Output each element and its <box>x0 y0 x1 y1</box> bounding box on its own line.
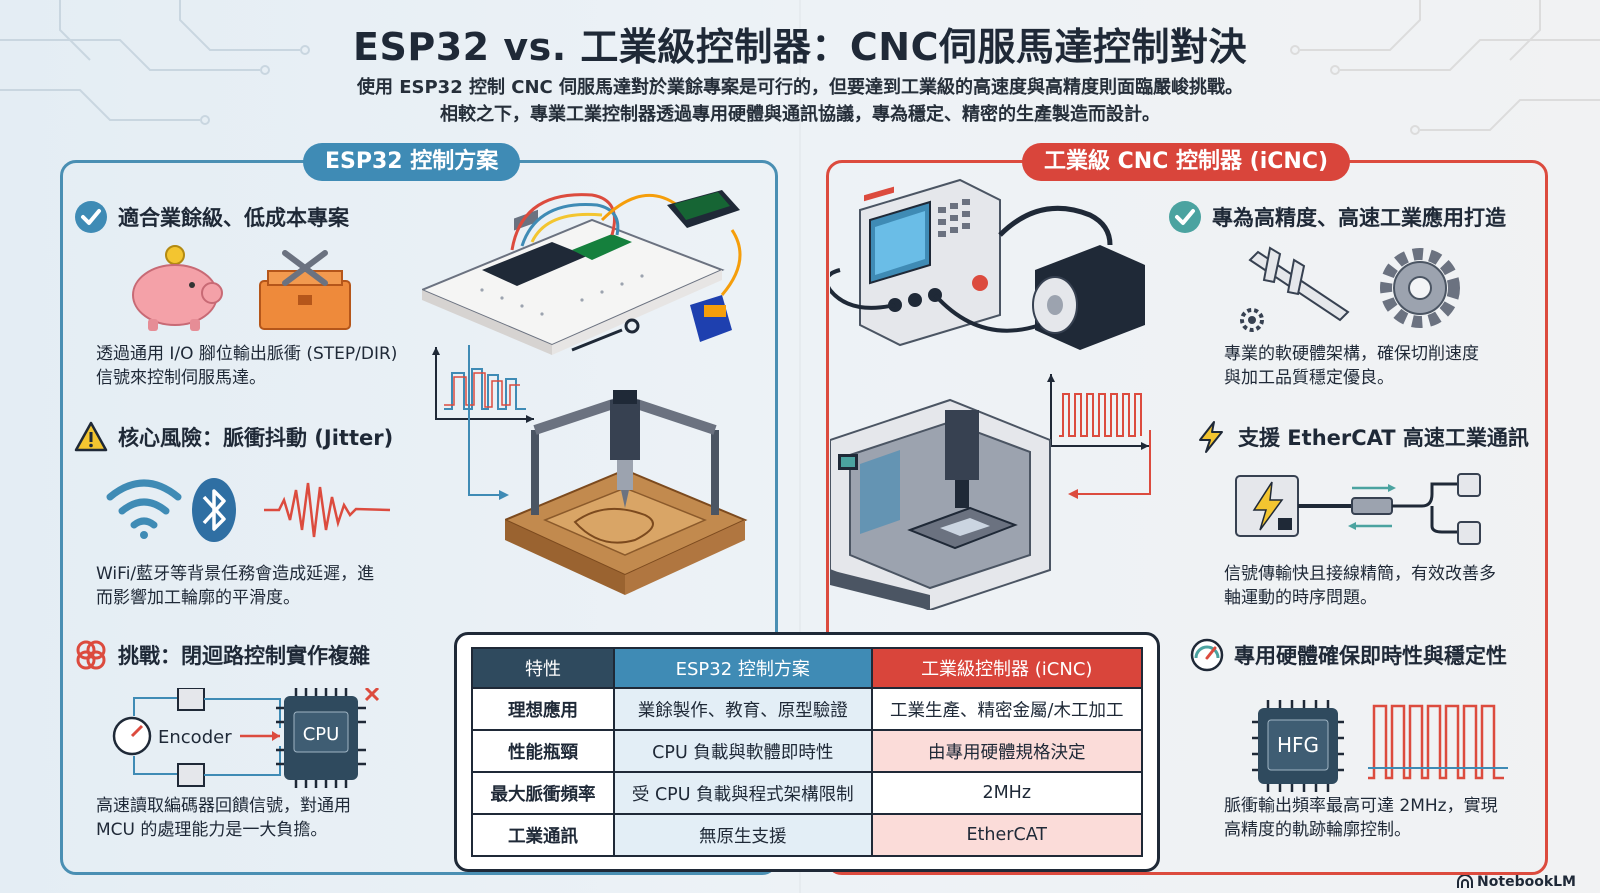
table-cell: 受 CPU 負載與程式架構限制 <box>613 771 873 815</box>
small-gear-icon <box>1240 308 1264 332</box>
table-cell: 最大脈衝頻率 <box>471 771 615 815</box>
esp32-breadboard-illustration <box>422 190 742 355</box>
esp32-flow-arrow <box>468 345 509 500</box>
icnc-controller-and-servo-illustration <box>830 178 1145 350</box>
esp32-section-1-text: 透過通用 I/O 腳位輸出脈衝 (STEP/DIR) 信號來控制伺服馬達。 <box>96 344 398 388</box>
esp32-section-3-text: 高速讀取編碼器回饋信號，對通用 MCU 的處理能力是一大負擔。 <box>96 796 351 840</box>
cpu-label: CPU <box>303 724 340 745</box>
warning-triangle-icon <box>74 421 108 452</box>
table-row: 工業通訊 無原生支援 EtherCAT <box>471 813 1143 857</box>
gear-icon <box>1380 248 1460 328</box>
hobby-cnc-router-illustration <box>505 390 748 595</box>
table-cell: 性能瓶頸 <box>471 729 615 773</box>
table-row: 性能瓶頸 CPU 負載與軟體即時性 由專用硬體規格決定 <box>471 729 1143 773</box>
table-cell: EtherCAT <box>870 813 1143 857</box>
caliper-icon <box>1248 246 1350 322</box>
tangled-knot-icon <box>76 640 106 670</box>
icnc-section-3-text: 脈衝輸出頻率最高可達 2MHz，實現 高精度的軌跡輪廓控制。 <box>1224 796 1498 840</box>
icnc-section-2-text: 信號傳輸快且接線精簡，有效改善多 軸運動的時序問題。 <box>1224 564 1496 608</box>
encoder-label: Encoder <box>158 727 232 748</box>
table-cell: 2MHz <box>870 771 1143 815</box>
check-circle-icon <box>1169 201 1201 233</box>
table-row: 最大脈衝頻率 受 CPU 負載與程式架構限制 2MHz <box>471 771 1143 815</box>
gauge-icon <box>1190 638 1224 672</box>
notebooklm-brand: NotebookLM <box>1457 874 1576 890</box>
wifi-bluetooth-jitter-illustration <box>106 478 391 542</box>
ethercat-connection-illustration <box>1235 473 1481 545</box>
esp32-section-2-heading: 核心風險：脈衝抖動 (Jitter) <box>74 420 393 454</box>
table-header-esp32: ESP32 控制方案 <box>613 647 873 689</box>
machining-center-illustration <box>830 398 1051 610</box>
wifi-icon <box>106 479 182 539</box>
caliper-and-gear-illustration <box>1240 246 1460 332</box>
pulse-wave <box>1368 704 1504 780</box>
page-subtitle: 使用 ESP32 控制 CNC 伺服馬達對於業餘專案是可行的，但要達到工業級的高… <box>0 74 1600 128</box>
subtitle-line-2: 相較之下，專業工業控制器透過專用硬體與通訊協議，專為穩定、精密的生產製造而設計。 <box>440 104 1160 125</box>
esp32-section-1-heading: 適合業餘級、低成本專案 <box>74 200 349 234</box>
table-header-row: 特性 ESP32 控制方案 工業級控制器 (iCNC) <box>471 647 1143 689</box>
error-x-icon <box>364 688 380 702</box>
jitter-pulse-signal-icon <box>432 347 534 423</box>
hfg-chip-and-pulse-illustration: HFG <box>1252 700 1508 792</box>
subtitle-line-1: 使用 ESP32 控制 CNC 伺服馬達對於業餘專案是可行的，但要達到工業級的高… <box>356 77 1244 98</box>
comparison-table: 特性 ESP32 控制方案 工業級控制器 (iCNC) 理想應用 業餘製作、教育… <box>471 647 1143 857</box>
check-circle-icon <box>75 201 107 233</box>
table-cell: 業餘製作、教育、原型驗證 <box>613 687 873 731</box>
table-header-icnc: 工業級控制器 (iCNC) <box>870 647 1143 689</box>
table-cell: CPU 負載與軟體即時性 <box>613 729 873 773</box>
encoder-cpu-diagram: Encoder CPU <box>112 688 380 788</box>
jitter-wave <box>264 482 391 538</box>
esp32-section-2-text: WiFi/藍牙等背景任務會造成延遲，進 而影響加工輪廓的平滑度。 <box>96 564 375 608</box>
table-cell: 工業生產、精密金屬/木工加工 <box>870 687 1143 731</box>
notebooklm-logo-icon <box>1457 875 1474 888</box>
icnc-flow-arrow <box>1068 430 1151 499</box>
esp32-section-3-heading: 挑戰：閉迴路控制實作複雜 <box>74 638 370 672</box>
piggy-bank-and-toolbox-illustration <box>132 245 351 331</box>
toolbox-icon <box>259 250 351 330</box>
piggy-bank-icon <box>132 245 223 331</box>
hfg-label: HFG <box>1277 733 1319 757</box>
icnc-section-1-heading: 專為高精度、高速工業應用打造 <box>1168 200 1506 234</box>
hfg-chip-icon: HFG <box>1252 700 1344 792</box>
lightning-bolt-icon <box>1199 421 1223 453</box>
icnc-section-1-text: 專業的軟硬體架構，確保切削速度 與加工品質穩定優良。 <box>1224 344 1479 388</box>
comparison-table-card: 特性 ESP32 控制方案 工業級控制器 (iCNC) 理想應用 業餘製作、教育… <box>454 632 1160 872</box>
table-header-feature: 特性 <box>471 647 615 689</box>
icnc-section-3-heading: 專用硬體確保即時性與穩定性 <box>1190 638 1507 672</box>
cpu-chip-icon: CPU <box>276 688 366 788</box>
table-row: 理想應用 業餘製作、教育、原型驗證 工業生產、精密金屬/木工加工 <box>471 687 1143 731</box>
table-cell: 無原生支援 <box>613 813 873 857</box>
table-cell: 工業通訊 <box>471 813 615 857</box>
icnc-section-2-heading: 支援 EtherCAT 高速工業通訊 <box>1194 420 1529 454</box>
page-title: ESP32 vs. 工業級控制器：CNC伺服馬達控制對決 <box>353 25 1247 69</box>
table-cell: 由專用硬體規格決定 <box>870 729 1143 773</box>
esp32-panel-title: ESP32 控制方案 <box>303 143 521 181</box>
icnc-panel-title: 工業級 CNC 控制器 (iCNC) <box>1022 143 1351 181</box>
table-cell: 理想應用 <box>471 687 615 731</box>
bluetooth-icon <box>192 478 236 542</box>
